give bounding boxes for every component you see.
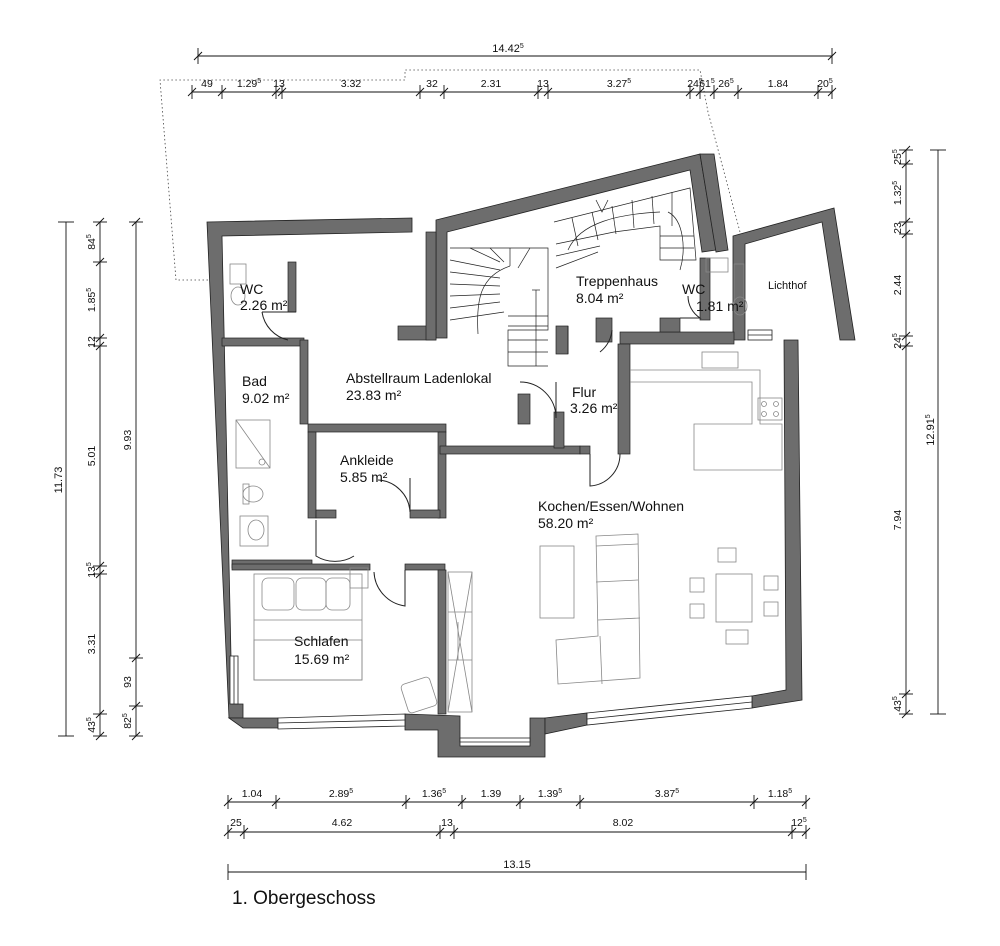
room-ankleide-name: Ankleide <box>340 452 394 468</box>
dim-left-2: 12 <box>86 336 98 348</box>
stair-wall-right <box>699 153 729 253</box>
dim-bottom2-0: 25 <box>230 817 242 829</box>
dim-right-5: 7.94 <box>892 510 904 531</box>
door-wc2 <box>680 295 702 319</box>
dim-top-11: 1.84 <box>768 78 789 90</box>
dim-top-9: 615 <box>699 78 715 90</box>
dim-bottom1-4: 1.395 <box>538 788 562 800</box>
dim-left-0: 845 <box>86 234 98 250</box>
dim-left-4: 135 <box>86 562 98 578</box>
stairs <box>449 187 697 367</box>
dim-bottom1-0: 1.04 <box>242 788 263 800</box>
dim-bottom1-6: 1.185 <box>768 788 792 800</box>
dimension-lines <box>58 48 946 880</box>
doors <box>261 295 702 607</box>
inner-walls <box>221 231 735 715</box>
stair-steps-right <box>555 192 694 271</box>
floor-title: 1. Obergeschoss <box>232 888 376 909</box>
dim-top-3: 3.32 <box>341 78 362 90</box>
door-bad <box>315 520 355 562</box>
room-kochen-area: 58.20 m² <box>538 515 594 531</box>
dim-bottom2-2: 13 <box>441 817 453 829</box>
door-schlafen <box>373 570 406 607</box>
dim-leftmid-2: 825 <box>122 713 134 729</box>
dim-top-4: 32 <box>426 78 438 90</box>
door-ankleide <box>377 478 411 513</box>
room-wc1-name: WC <box>240 281 263 297</box>
room-wc2-area: 1.81 m² <box>696 298 744 314</box>
outer-wall-bottom-right <box>544 712 588 735</box>
dim-left-5: 3.31 <box>86 634 98 655</box>
room-abstellraum-name: Abstellraum Ladenlokal <box>346 370 492 386</box>
dim-bottom2-4: 125 <box>791 817 807 829</box>
dim-top-5: 2.31 <box>481 78 502 90</box>
dim-bottom-total: 13.15 <box>503 859 531 871</box>
dim-right-0: 255 <box>892 149 904 165</box>
dim-bottom2-1: 4.62 <box>332 817 353 829</box>
room-schlafen-area: 15.69 m² <box>294 651 350 667</box>
dim-top-8: 245 <box>687 78 703 90</box>
dim-right-1: 1.325 <box>892 181 904 205</box>
room-kochen-name: Kochen/Essen/Wohnen <box>538 498 684 514</box>
dim-top-1: 1.295 <box>237 78 261 90</box>
dim-top-6: 13 <box>537 78 549 90</box>
room-lichthof-name: Lichthof <box>768 280 807 292</box>
door-flur <box>519 381 557 419</box>
room-schlafen-name: Schlafen <box>294 633 348 649</box>
room-ankleide-area: 5.85 m² <box>340 469 388 485</box>
dim-bottom1-5: 3.875 <box>655 788 679 800</box>
walls <box>206 153 856 758</box>
dim-left-outer: 11.73 <box>53 467 65 494</box>
dim-left-6: 435 <box>86 717 98 733</box>
door-wc1 <box>261 311 296 341</box>
dim-left-1: 1.855 <box>86 288 98 312</box>
room-bad-name: Bad <box>242 373 267 389</box>
outer-wall-bottom-mid <box>404 713 546 758</box>
outer-wall-bottom <box>227 717 279 729</box>
dim-right-total: 12.915 <box>925 414 937 446</box>
dim-right-2: 23 <box>892 222 904 234</box>
fixtures <box>229 257 783 714</box>
room-wc1-area: 2.26 m² <box>240 297 288 313</box>
room-flur-name: Flur <box>572 384 596 400</box>
dim-right-3: 2.44 <box>892 275 904 296</box>
dim-right-4: 245 <box>892 333 904 349</box>
dim-top-2: 13 <box>273 78 285 90</box>
room-labels: WC 2.26 m² Abstellraum Ladenlokal 23.83 … <box>240 273 807 667</box>
dim-left-3: 5.01 <box>86 446 98 467</box>
dim-leftmid-0: 9.93 <box>122 430 134 451</box>
door-kochen <box>589 453 621 487</box>
room-flur-area: 3.26 m² <box>570 400 618 416</box>
room-treppenhaus-name: Treppenhaus <box>576 273 658 289</box>
room-abstellraum-area: 23.83 m² <box>346 387 402 403</box>
dim-bottom2-3: 8.02 <box>613 817 634 829</box>
room-bad-area: 9.02 m² <box>242 390 290 406</box>
room-treppenhaus-area: 8.04 m² <box>576 290 624 306</box>
dim-leftmid-1: 93 <box>122 676 134 688</box>
door-treppenhaus <box>567 326 613 354</box>
windows <box>229 329 773 747</box>
stair-steps-left <box>449 247 548 366</box>
lichthof-wall <box>732 207 856 341</box>
dim-bottom1-3: 1.39 <box>481 788 502 800</box>
dim-top-total: 14.425 <box>492 43 524 55</box>
dim-top-0: 49 <box>201 78 213 90</box>
dim-top-10: 265 <box>718 78 734 90</box>
room-wc2-name: WC <box>682 281 705 297</box>
dim-top-7: 3.275 <box>607 78 631 90</box>
dim-bottom1-1: 2.895 <box>329 788 353 800</box>
dim-bottom1-2: 1.365 <box>422 788 446 800</box>
dotted-lines <box>159 69 741 281</box>
dim-top-12: 205 <box>817 78 833 90</box>
dim-right-6: 435 <box>892 696 904 712</box>
outer-wall-right-bottom <box>751 339 803 709</box>
